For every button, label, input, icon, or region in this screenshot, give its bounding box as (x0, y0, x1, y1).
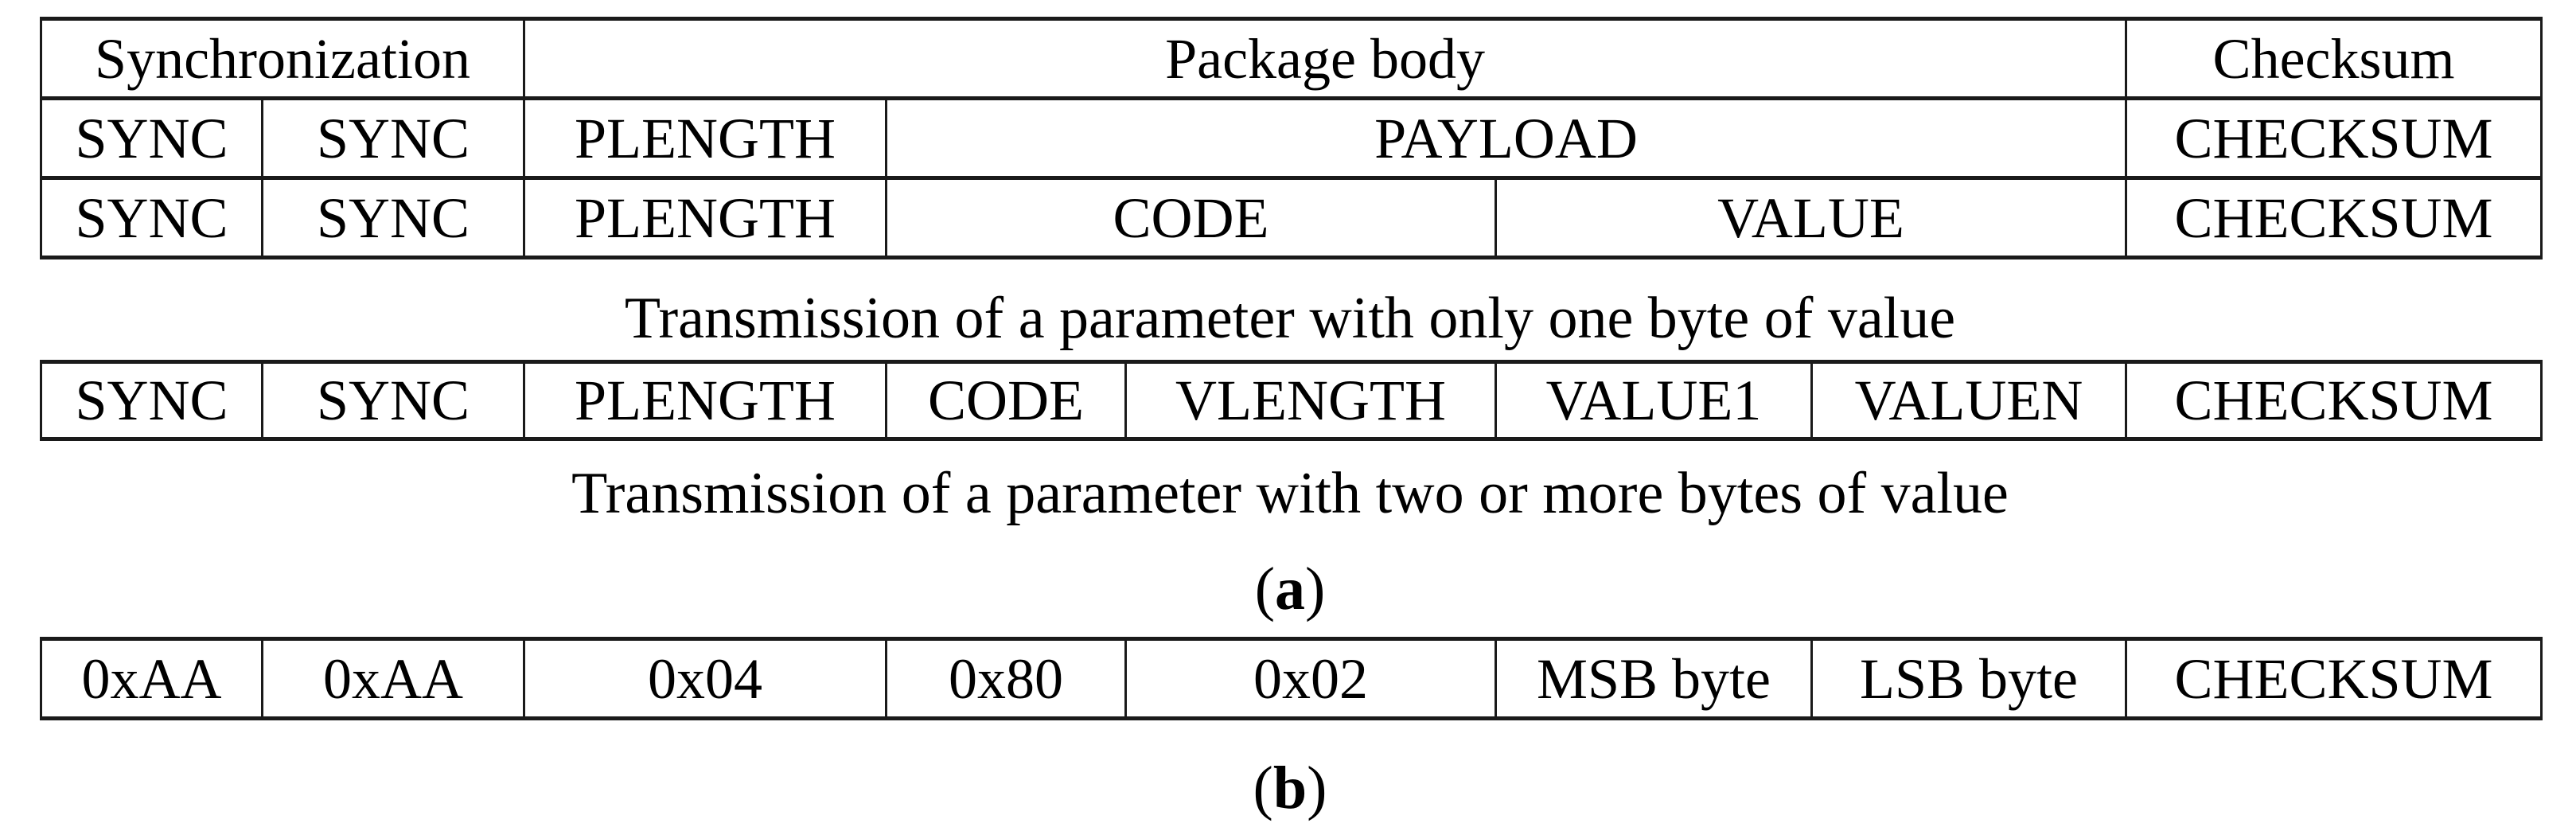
table-row-multibyte: SYNC SYNC PLENGTH CODE VLENGTH VALUE1 VA… (40, 360, 2543, 441)
cell-plength: PLENGTH (523, 360, 887, 441)
cell-checksum: CHECKSUM (2125, 176, 2543, 259)
cell-value: VALUE (1494, 176, 2128, 259)
panel-b-label: (b) (40, 753, 2540, 823)
cell-sync: SYNC (261, 96, 525, 180)
cell-plength: PLENGTH (523, 176, 887, 259)
caption-single-byte: Transmission of a parameter with only on… (624, 286, 1956, 351)
panel-b-letter: b (1272, 755, 1307, 821)
paren-close: ) (1305, 556, 1326, 622)
table-row-payload: SYNC SYNC PLENGTH PAYLOAD CHECKSUM (40, 96, 2543, 180)
cell-msb-byte: MSB byte (1495, 637, 1813, 720)
cell-code: CODE (885, 360, 1127, 441)
cell-checksum: CHECKSUM (2125, 360, 2543, 441)
cell-vlength-byte: 0x02 (1124, 637, 1497, 720)
cell-sync: SYNC (40, 96, 263, 180)
paren-open: ( (1254, 556, 1275, 622)
cell-sync: SYNC (261, 360, 525, 441)
cell-vlength: VLENGTH (1124, 360, 1497, 441)
cell-value1: VALUE1 (1495, 360, 1813, 441)
cell-sync: SYNC (40, 360, 263, 441)
cell-plength: PLENGTH (523, 96, 887, 180)
cell-sync-byte: 0xAA (40, 637, 263, 720)
paren-open: ( (1253, 755, 1273, 821)
cell-valuen: VALUEN (1810, 360, 2127, 441)
table-row-sections: Synchronization Package body Checksum (40, 17, 2543, 100)
cell-package-body: Package body (522, 17, 2128, 100)
byte-example-table: 0xAA 0xAA 0x04 0x80 0x02 MSB byte LSB by… (40, 637, 2543, 720)
cell-plength-byte: 0x04 (523, 637, 887, 720)
cell-payload: PAYLOAD (884, 96, 2128, 180)
cell-checksum: CHECKSUM (2125, 637, 2543, 720)
table-row-example: 0xAA 0xAA 0x04 0x80 0x02 MSB byte LSB by… (40, 637, 2543, 720)
paren-close: ) (1307, 755, 1327, 821)
cell-lsb-byte: LSB byte (1810, 637, 2127, 720)
cell-synchronization: Synchronization (40, 17, 525, 100)
cell-checksum: CHECKSUM (2125, 96, 2543, 180)
cell-sync-byte: 0xAA (261, 637, 525, 720)
cell-code-byte: 0x80 (885, 637, 1127, 720)
cell-code: CODE (885, 176, 1497, 259)
panel-a-label: (a) (40, 554, 2540, 624)
package-structure-table: Synchronization Package body Checksum SY… (40, 17, 2543, 259)
panel-a-letter: a (1275, 556, 1305, 622)
caption-multi-byte: Transmission of a parameter with two or … (571, 461, 2009, 526)
cell-sync: SYNC (40, 176, 263, 259)
multibyte-transmission-table: SYNC SYNC PLENGTH CODE VLENGTH VALUE1 VA… (40, 360, 2543, 441)
cell-checksum-section: Checksum (2125, 17, 2543, 100)
cell-sync: SYNC (261, 176, 525, 259)
table-row-code-value: SYNC SYNC PLENGTH CODE VALUE CHECKSUM (40, 176, 2543, 259)
